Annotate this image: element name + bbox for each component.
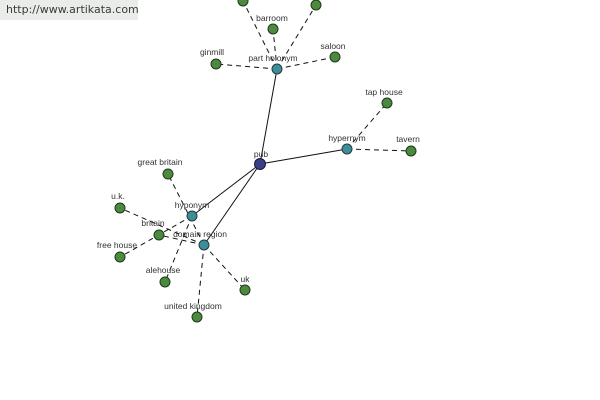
edge-part_holonym-ph_top2 [276,4,317,70]
edge-domain_region-uk_dot [119,207,205,246]
edge-domain_region-uk [203,244,246,291]
labels-layer: barroom ginmill saloon tap house tavern great… [97,13,420,311]
edge-domain_region-britain [158,234,205,246]
edge-part_holonym-ph_top1 [242,0,278,70]
node-barroom[interactable] [267,23,279,35]
node-saloon[interactable] [329,51,341,63]
label-alehouse: alehouse [146,265,181,275]
node-uk-dot[interactable] [114,202,126,214]
edge-hyponym-alehouse [164,215,193,283]
edge-hypernym-tap_house [346,102,388,150]
edge-pub-hypernym [259,148,348,165]
edges-layer [119,0,412,318]
node-uk[interactable] [239,284,251,296]
edge-pub-hyponym [191,163,261,217]
label-great-britain: great britain [138,157,183,167]
node-great-britain[interactable] [162,168,174,180]
node-tavern[interactable] [405,145,417,157]
label-tap-house: tap house [365,87,403,97]
label-uk-dot: u.k. [111,191,125,201]
watermark-url: http://www.artikata.com [0,0,139,20]
node-ph-top1[interactable] [237,0,249,7]
node-alehouse[interactable] [159,276,171,288]
node-domain-region[interactable] [198,239,210,251]
label-tavern: tavern [396,134,420,144]
label-part-holonym: part holonym [248,53,297,63]
node-britain[interactable] [153,229,165,241]
label-uk: uk [241,274,251,284]
edge-domain_region-great_britain [167,173,205,246]
edge-hyponym-free_house [119,215,193,258]
node-tap-house[interactable] [381,97,393,109]
label-free-house: free house [97,240,137,250]
edge-part_holonym-ginmill [215,63,278,70]
edge-domain_region-united_kingdom [196,244,205,318]
label-domain-region: domain region [173,229,227,239]
nodes-layer [114,0,417,323]
label-united-kingdom: united kingdom [164,301,222,311]
node-pub[interactable] [254,158,266,170]
node-united-kingdom[interactable] [191,311,203,323]
node-ginmill[interactable] [210,58,222,70]
edge-pub-domain_region [203,163,261,246]
node-hypernym[interactable] [341,143,353,155]
edge-part_holonym-barroom [272,28,278,70]
label-britain: britain [141,218,164,228]
node-ph-top2[interactable] [310,0,322,11]
node-part-holonym[interactable] [271,63,283,75]
edge-part_holonym-saloon [276,56,336,70]
edge-pub-part_holonym [259,68,278,165]
label-barroom: barroom [256,13,288,23]
label-pub: pub [254,149,268,159]
label-hyponym: hyponym [175,200,210,210]
label-hypernym: hypernym [328,133,365,143]
label-saloon: saloon [320,41,345,51]
label-ginmill: ginmill [200,47,224,57]
node-hyponym[interactable] [186,210,198,222]
edge-hypernym-tavern [346,148,412,152]
node-free-house[interactable] [114,251,126,263]
